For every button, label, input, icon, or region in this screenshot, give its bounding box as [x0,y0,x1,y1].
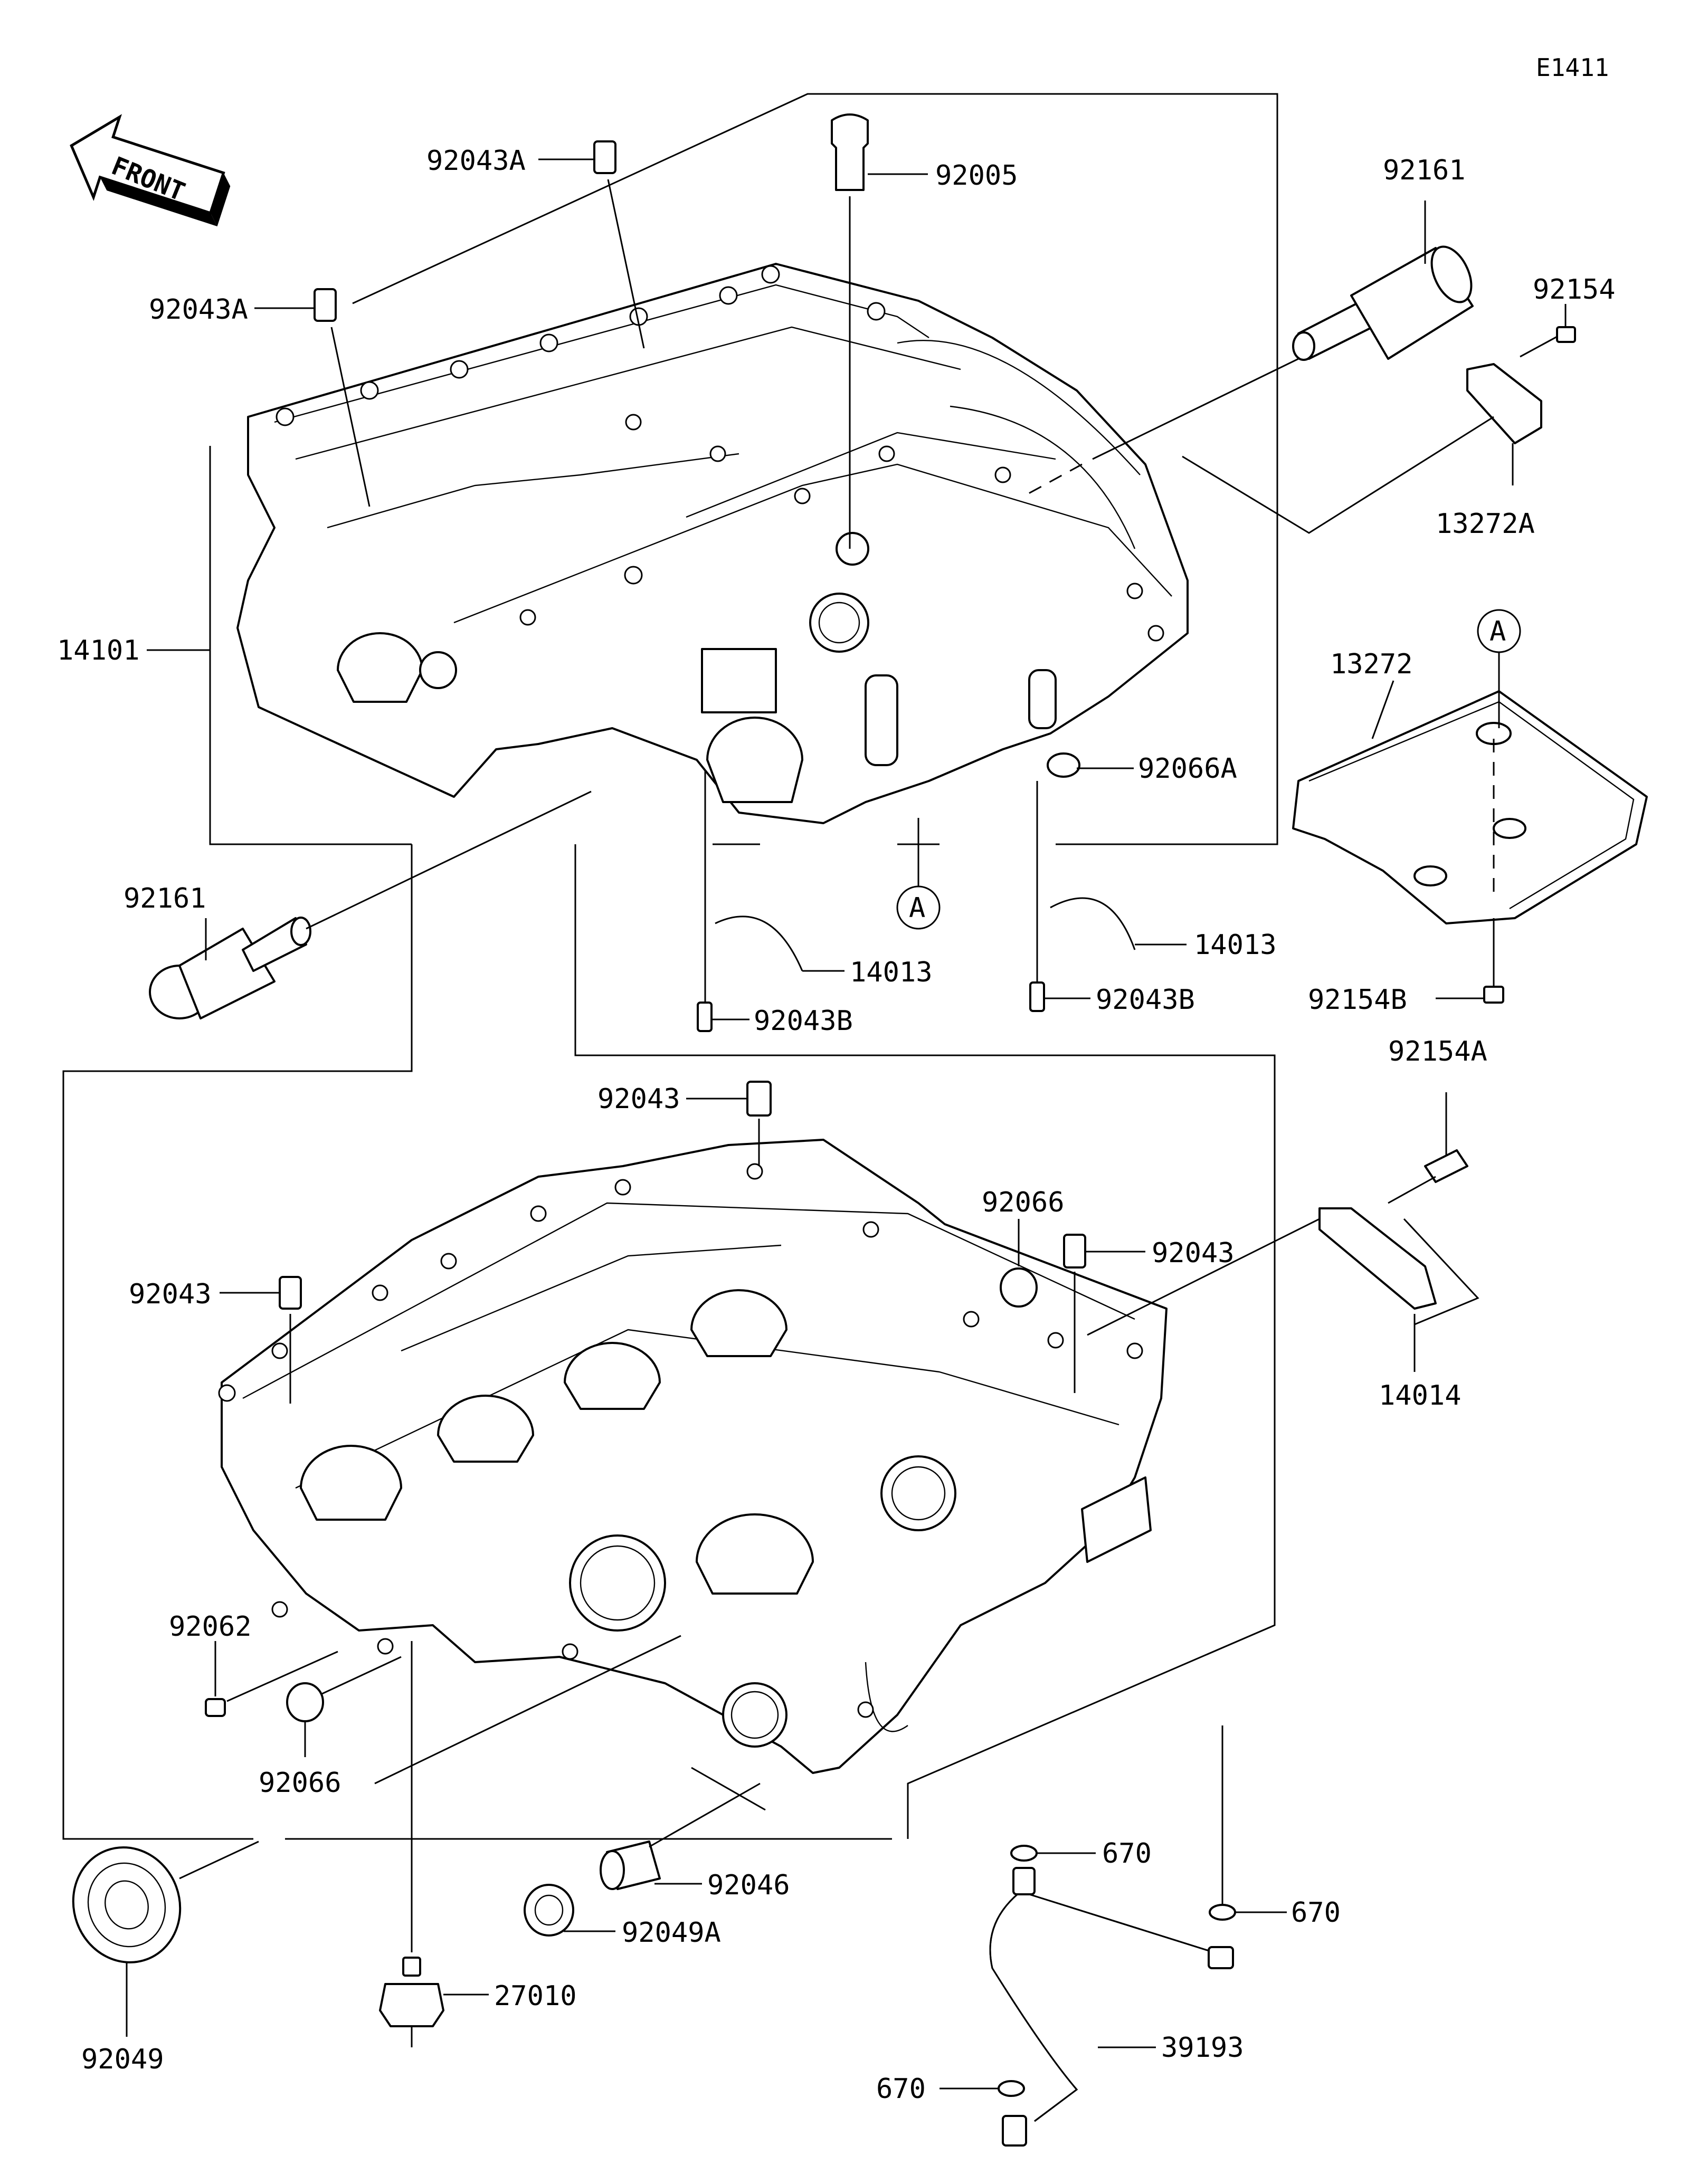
oil-jet-92005 [831,113,928,549]
dowel-92043B-a [697,770,749,1032]
label-92043-top: 92043 [597,1083,680,1115]
label-92046: 92046 [707,1870,790,1901]
leader-92066-low [374,1635,681,1785]
plug-92062 [205,1641,338,1717]
diagram-code: E1411 [1536,53,1609,82]
shaft-92161-left [149,790,592,1019]
dowel-92043A-top [538,140,645,349]
ref-marker-a-cover-text: A [1489,616,1506,647]
plug-92066A [1047,752,1134,778]
label-92043B-a: 92043B [754,1005,853,1037]
plug-92066-low [286,1656,402,1757]
label-670-b: 670 [1291,1897,1341,1929]
cover-13272 [1292,680,1648,992]
leader-92046-frame [691,1767,766,1811]
seal-92049 [72,1840,259,2037]
dowel-92043B-b [1029,781,1090,1012]
label-92049A: 92049A [622,1917,721,1949]
label-92062: 92062 [169,1611,252,1643]
label-14013-b: 14013 [1194,929,1277,961]
lower-case-frame [62,844,1276,1840]
label-13272A: 13272A [1436,508,1535,540]
label-92043A-left: 92043A [149,294,248,326]
label-39193: 39193 [1161,2032,1244,2064]
bolt-92154A [1388,1092,1468,1204]
label-92066-low: 92066 [259,1767,341,1799]
label-92043B-b: 92043B [1096,984,1195,1016]
label-92066A: 92066A [1138,753,1237,785]
upper-crankcase [236,263,1189,824]
lower-crankcase [218,1139,1168,1774]
label-92154A: 92154A [1388,1036,1487,1067]
label-92066-mid: 92066 [982,1187,1065,1218]
label-14013-a: 14013 [850,957,933,988]
label-92161-top: 92161 [1383,155,1466,186]
seal-92049A [524,1884,615,1937]
plate-14014 [1087,1207,1479,1372]
bolt-92154B [1436,986,1504,1004]
ref-marker-a-cover: A [1477,609,1521,728]
bearing-14013-a [715,915,844,972]
label-670-c: 670 [876,2073,926,2105]
oring-670-b [1209,1725,1287,1921]
ref-marker-a-upper: A [896,818,941,930]
dowel-92043-left [220,1276,302,1404]
upper-case-frame [209,93,1278,845]
oring-670-c [940,2080,1025,2097]
dowel-92043A-left [254,288,371,507]
label-92154: 92154 [1533,274,1616,306]
shaft-92161-top [1023,201,1474,497]
switch-27010 [379,1641,489,2047]
dowel-92043-top [686,1081,772,1166]
pipe-39193 [989,1867,1234,2147]
label-92049: 92049 [81,2044,164,2075]
bearing-92046 [600,1782,761,1890]
label-14101: 14101 [57,635,140,666]
label-92043A-top: 92043A [426,145,526,177]
label-14014: 14014 [1379,1380,1462,1412]
plate-13272A [1182,363,1542,534]
label-27010: 27010 [494,1980,577,2012]
label-92161-left: 92161 [124,883,206,914]
label-670-a: 670 [1102,1838,1152,1870]
label-92005: 92005 [935,160,1018,192]
front-arrow-icon: FRONT [70,114,231,226]
ref-marker-a-upper-text: A [909,892,925,924]
plug-92066-mid [1000,1219,1038,1308]
label-13272: 13272 [1330,648,1413,680]
oring-670-a [1010,1845,1096,1862]
label-92043-right: 92043 [1152,1237,1235,1269]
bearing-14013-b [1050,897,1187,950]
label-92043-left: 92043 [129,1279,212,1310]
label-92154B: 92154B [1308,984,1407,1016]
dowel-92043-right [1063,1234,1145,1393]
bolt-92154 [1520,304,1576,358]
